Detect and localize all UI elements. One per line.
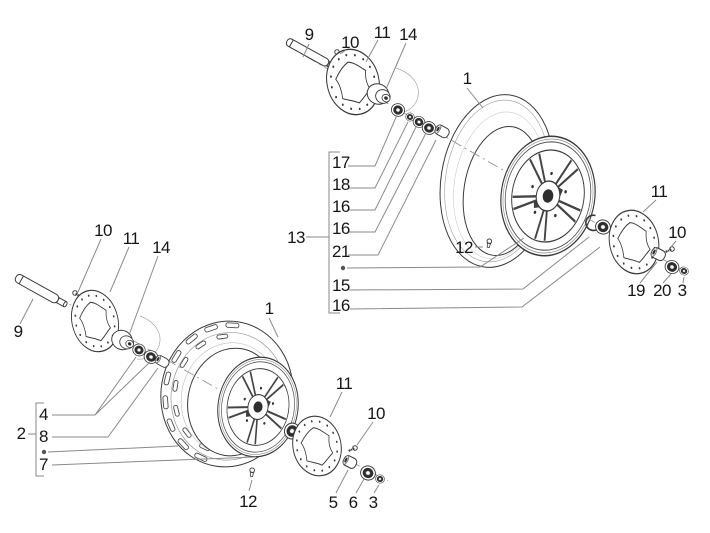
callout-item-4: 4 bbox=[39, 405, 48, 424]
leader-lower-axle bbox=[19, 298, 34, 325]
leader-wheel-marker bbox=[47, 445, 179, 453]
callout-upper-disc-screw-right: 10 bbox=[668, 223, 686, 242]
wheel-marker-dot bbox=[340, 265, 346, 271]
callout-upper-brake-disc-right: 11 bbox=[651, 182, 668, 201]
callout-lower-disc-screw-right: 10 bbox=[367, 404, 385, 423]
brake-disc bbox=[286, 410, 348, 482]
callout-item-8: 8 bbox=[39, 427, 48, 446]
callout-upper-brake-disc: 11 bbox=[374, 23, 391, 42]
leader-spacer-19 bbox=[639, 261, 658, 284]
leader-upper-screw-right bbox=[670, 240, 677, 248]
callout-spacer-5: 5 bbox=[329, 493, 338, 512]
leader-lower-hub-cap bbox=[128, 255, 159, 336]
bracket-lower-group bbox=[35, 402, 44, 477]
callout-item-17: 17 bbox=[332, 153, 350, 172]
callout-upper-tire: 1 bbox=[463, 69, 472, 88]
callout-lower-hub-cap: 14 bbox=[152, 238, 170, 257]
disc-screw-icon bbox=[346, 443, 360, 455]
callout-item-15: 15 bbox=[332, 276, 350, 295]
leader-lower-tire bbox=[268, 317, 279, 338]
callout-leaders bbox=[19, 39, 685, 494]
washer bbox=[357, 462, 379, 484]
spacer-tube bbox=[433, 123, 452, 140]
callout-item-21: 21 bbox=[332, 242, 350, 261]
leader-washer-6 bbox=[355, 478, 365, 494]
leader-item-7 bbox=[51, 456, 257, 466]
leader-item-17 bbox=[348, 114, 398, 167]
bracket-upper-group bbox=[328, 151, 340, 314]
brake-disc bbox=[318, 42, 388, 122]
leader-lower-valve bbox=[248, 479, 253, 492]
callout-item-16c: 16 bbox=[332, 296, 350, 315]
callout-upper-disc-screw: 10 bbox=[341, 33, 359, 52]
callout-upper-group: 13 bbox=[287, 228, 305, 247]
leader-nut-3 bbox=[682, 276, 685, 284]
leader-item-18 bbox=[348, 121, 409, 189]
callout-upper-valve: 12 bbox=[455, 238, 473, 257]
leader-item-21 bbox=[348, 139, 437, 256]
callout-lower-brake-disc: 11 bbox=[123, 229, 140, 248]
tread-pattern bbox=[162, 322, 240, 462]
callout-lower-tire: 1 bbox=[265, 299, 274, 318]
spacer bbox=[341, 453, 359, 471]
callout-item-7: 7 bbox=[39, 455, 48, 474]
leader-upper-disc-right bbox=[642, 199, 657, 213]
callout-nut-3-lower: 3 bbox=[369, 493, 378, 512]
leader-upper-hub-cap bbox=[385, 42, 407, 90]
callout-lower-valve: 12 bbox=[239, 492, 257, 511]
upper-wheel-assembly bbox=[285, 38, 691, 280]
nut bbox=[677, 265, 691, 277]
leader-lower-disc-screw bbox=[77, 238, 102, 293]
leader-upper-axle bbox=[302, 43, 310, 58]
leader-item-16a bbox=[348, 126, 417, 211]
callout-item-16a: 16 bbox=[332, 197, 350, 216]
leader-item-8 bbox=[52, 367, 159, 438]
leader-lower-screw-right bbox=[356, 421, 374, 446]
axle bbox=[14, 274, 68, 308]
lower-wheel-assembly bbox=[14, 274, 389, 486]
callout-lower-group: 2 bbox=[17, 424, 26, 443]
leader-upper-tire bbox=[466, 87, 484, 109]
leader-washer-20 bbox=[662, 273, 672, 284]
leader-nut-3 bbox=[373, 484, 380, 494]
ring-nut bbox=[388, 101, 408, 119]
tire-valve bbox=[248, 467, 256, 478]
leader-upper-brake-disc bbox=[365, 39, 379, 63]
leader-lower-disc-right bbox=[329, 391, 343, 418]
brake-disc bbox=[602, 204, 666, 280]
callout-labels: 9 10 11 14 1 13 17 18 16 16 21 15 16 12 … bbox=[14, 23, 688, 512]
leader-item-16b bbox=[348, 132, 427, 233]
leader-item-4 bbox=[52, 356, 151, 416]
leader-item-16c bbox=[349, 246, 601, 310]
callout-item-16b: 16 bbox=[332, 219, 350, 238]
leader-item-15 bbox=[348, 236, 590, 291]
callout-upper-axle: 9 bbox=[305, 25, 314, 44]
callout-spacer-19: 19 bbox=[627, 281, 645, 300]
callout-upper-hub-cap: 14 bbox=[399, 25, 417, 44]
leader-spacer-5 bbox=[335, 469, 349, 494]
callout-washer-6: 6 bbox=[349, 493, 358, 512]
wheel-marker-dot bbox=[41, 449, 47, 455]
callout-lower-brake-disc-right: 11 bbox=[336, 374, 353, 393]
circlip bbox=[585, 214, 600, 232]
callout-washer-20: 20 bbox=[653, 281, 671, 300]
callout-lower-disc-screw: 10 bbox=[94, 221, 112, 240]
callout-nut-3-upper: 3 bbox=[678, 281, 687, 300]
leader-upper-disc-screw bbox=[339, 49, 347, 55]
callout-lower-axle: 9 bbox=[14, 322, 23, 341]
disc-screw-icon bbox=[663, 244, 677, 256]
leader-wheel-marker bbox=[346, 237, 525, 269]
leader-lower-brake-disc bbox=[109, 246, 130, 293]
callout-item-18: 18 bbox=[332, 175, 350, 194]
